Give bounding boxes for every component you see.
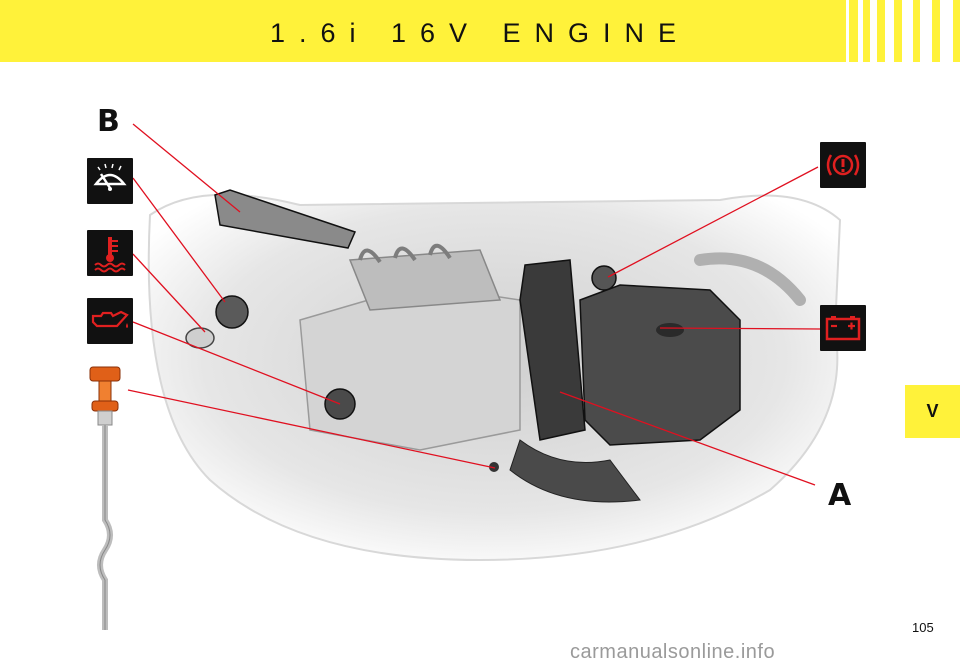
section-tab-label: V <box>926 401 939 421</box>
header-band: 1.6i 16V ENGINE <box>0 0 960 62</box>
windscreen-washer-icon <box>87 158 133 204</box>
battery-icon <box>820 305 866 351</box>
brake-warning-icon <box>820 142 866 188</box>
label-a: A <box>828 478 852 513</box>
page-title: 1.6i 16V ENGINE <box>269 18 691 48</box>
coolant-temperature-icon <box>87 230 133 276</box>
page-number: 105 <box>912 620 934 635</box>
label-b: B <box>97 104 120 139</box>
leader-lines <box>127 123 821 486</box>
watermark: carmanualsonline.info <box>570 641 776 663</box>
engine-oil-icon <box>87 298 133 344</box>
section-tab[interactable]: V <box>905 385 960 438</box>
